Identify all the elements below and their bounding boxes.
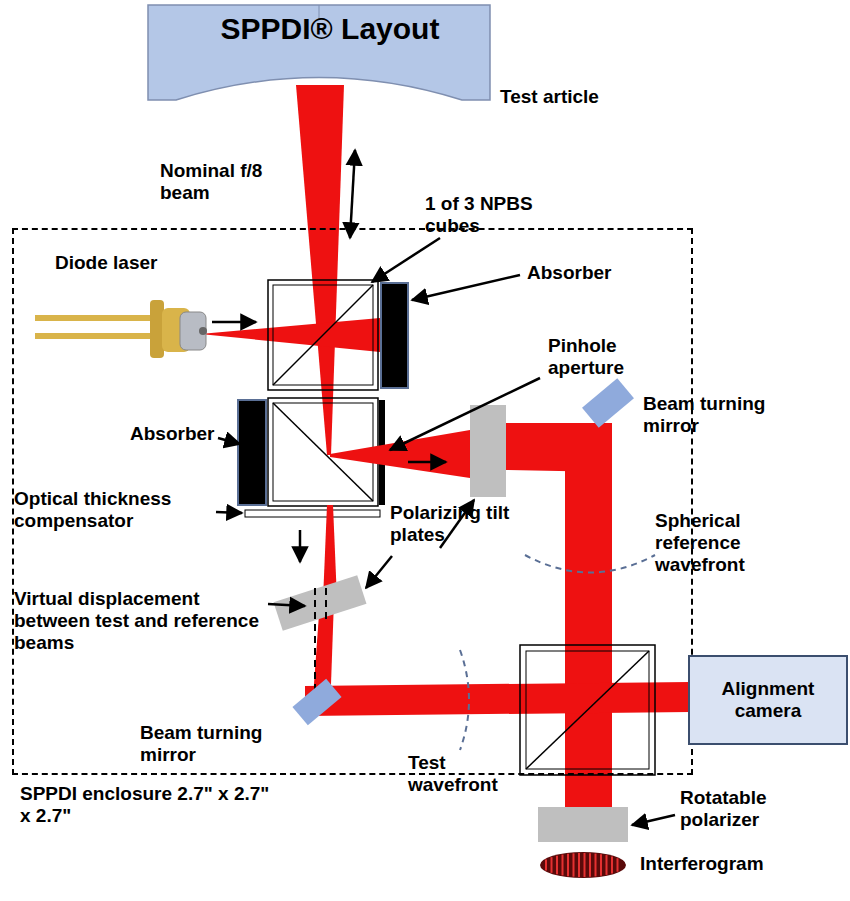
fringe bbox=[606, 855, 608, 875]
part-label: Test article bbox=[500, 86, 660, 108]
callout: 1 of 3 NPBS cubes bbox=[425, 193, 565, 237]
turning-mirror bbox=[292, 679, 341, 726]
test-beam bbox=[296, 85, 344, 455]
camera-label: Alignment camera bbox=[696, 678, 840, 722]
reference-beam bbox=[330, 430, 470, 478]
fringe bbox=[589, 853, 591, 877]
fringe bbox=[584, 853, 586, 877]
fringe bbox=[578, 853, 580, 877]
fringe bbox=[567, 854, 569, 876]
tilt-plate bbox=[274, 575, 367, 631]
fringe bbox=[611, 856, 613, 873]
callout: Diode laser bbox=[55, 252, 195, 274]
callout: Beam turning mirror bbox=[643, 393, 813, 437]
tilt-plate bbox=[470, 405, 506, 497]
callout: Interferogram bbox=[640, 853, 810, 875]
fringe bbox=[545, 859, 547, 870]
combiner-cube bbox=[520, 645, 655, 775]
camera-box: Alignment camera bbox=[688, 655, 848, 745]
callout: Absorber bbox=[527, 262, 647, 284]
callout: Optical thickness compensator bbox=[14, 488, 214, 532]
absorber bbox=[238, 400, 266, 505]
fringe bbox=[617, 858, 619, 872]
enclosure-label: SPPDI enclosure 2.7" x 2.7" x 2.7" bbox=[20, 783, 270, 827]
callout: Nominal f/8 beam bbox=[160, 160, 300, 204]
turning-mirror bbox=[582, 378, 634, 427]
fringe bbox=[556, 856, 558, 875]
fringe bbox=[573, 853, 575, 876]
callout: Virtual displacement between test and re… bbox=[14, 588, 266, 654]
callout: Absorber bbox=[130, 423, 230, 445]
callout: Polarizing tilt plates bbox=[390, 502, 540, 546]
callout: Pinhole aperture bbox=[548, 335, 658, 379]
fringe bbox=[600, 854, 602, 876]
fringe bbox=[595, 854, 597, 877]
callout: Rotatable polarizer bbox=[680, 787, 830, 831]
diode-laser bbox=[35, 300, 207, 358]
fringe bbox=[562, 855, 564, 876]
callout: Test wavefront bbox=[408, 752, 508, 796]
title: SPPDI® Layout bbox=[0, 12, 660, 46]
thickness-compensator bbox=[245, 510, 380, 517]
laser-beam bbox=[200, 318, 380, 352]
npbs-cube bbox=[268, 280, 378, 390]
callout: Beam turning mirror bbox=[140, 722, 300, 766]
absorber bbox=[381, 283, 408, 388]
fringe bbox=[551, 857, 553, 873]
callout: Spherical reference wavefront bbox=[655, 510, 805, 576]
interferogram bbox=[540, 852, 626, 878]
rotatable-polarizer bbox=[538, 807, 628, 842]
